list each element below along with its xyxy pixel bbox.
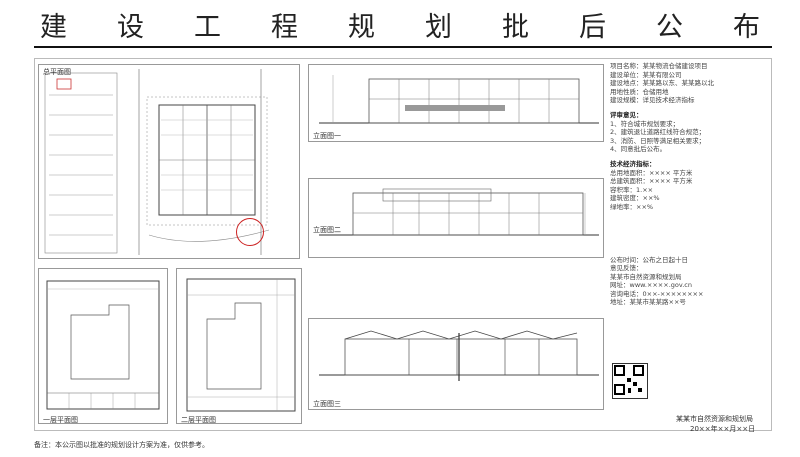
floor-plan-1-label: 一层平面图 xyxy=(43,416,78,424)
title-char: 划 xyxy=(425,11,452,43)
public-line: 某某市自然资源和规划局 xyxy=(610,272,682,281)
page-title: 建 设 工 程 规 划 批 后 公 布 xyxy=(40,6,760,43)
title-char: 设 xyxy=(117,11,144,43)
public-line: 公布时间：公布之日起十日 xyxy=(610,255,688,264)
public-line: 地址：某某市某某路××号 xyxy=(610,298,686,307)
site-plan-label: 总平面图 xyxy=(43,68,71,76)
floor-plan-2-svg xyxy=(186,278,296,412)
elevation-3-svg xyxy=(319,330,599,381)
floor-plan-2-drawing: 二层平面图 xyxy=(176,268,302,424)
public-notice-block: 公布时间：公布之日起十日 意见反馈： 某某市自然资源和规划局 网址：www.××… xyxy=(610,256,768,308)
review-line: 3、消防、日照等满足相关要求； xyxy=(610,136,706,145)
title-char: 建 xyxy=(40,11,67,43)
qr-code-svg xyxy=(614,365,644,395)
title-char: 规 xyxy=(348,11,375,43)
title-char: 布 xyxy=(733,11,760,43)
review-line: 4、同意批后公布。 xyxy=(610,145,667,154)
title-char: 程 xyxy=(271,11,298,43)
project-info-line: 项目名称：某某物流仓储建设项目 xyxy=(610,62,708,70)
elevation-2-drawing: 立面图二 xyxy=(308,178,604,258)
elevation-1-drawing: 立面图一 xyxy=(308,64,604,142)
title-char: 批 xyxy=(502,11,529,43)
tech-line: 总用地面积：×××× 平方米 xyxy=(610,168,693,177)
project-info-line: 建设单位：某某有限公司 xyxy=(610,70,682,79)
public-line: 意见反馈： xyxy=(610,264,643,273)
tech-line: 总建筑面积：×××× 平方米 xyxy=(610,177,693,186)
elevation-3-drawing: 立面图三 xyxy=(308,318,604,410)
elevation-1-svg xyxy=(319,75,599,124)
issuing-authority: 某某市自然资源和规划局 xyxy=(676,415,753,423)
public-line: 咨询电话：0××-×××××××× xyxy=(610,289,704,298)
qr-code-icon xyxy=(612,363,648,399)
info-panel: 项目名称：某某物流仓储建设项目 建设单位：某某有限公司 建设地点：某某路以东、某… xyxy=(610,62,768,430)
floor-plan-1-drawing: 一层平面图 xyxy=(38,268,168,424)
site-plan-svg xyxy=(44,69,270,255)
tech-heading: 技术经济指标： xyxy=(610,159,656,168)
project-info-line: 建设规模：详见技术经济指标 xyxy=(610,96,695,105)
project-info-line: 建设地点：某某路以东、某某路以北 xyxy=(610,79,714,88)
tech-line: 容积率：1.×× xyxy=(610,185,654,194)
title-char: 公 xyxy=(656,11,683,43)
public-line: 网址：www.××××.gov.cn xyxy=(610,281,692,290)
title-rule xyxy=(34,46,772,48)
title-char: 工 xyxy=(194,11,221,43)
review-line: 2、建筑退让道路红线符合规范； xyxy=(610,128,706,137)
review-heading: 评审意见： xyxy=(610,110,643,119)
review-line: 1、符合城市规划要求； xyxy=(610,119,680,128)
project-info-line: 用地性质：仓储用地 xyxy=(610,87,669,96)
board-frame xyxy=(34,58,772,431)
floor-plan-2-label: 二层平面图 xyxy=(181,416,216,424)
tech-line: 建筑密度：××% xyxy=(610,194,660,203)
title-char: 后 xyxy=(579,11,606,43)
tech-line: 绿地率：××% xyxy=(610,202,654,211)
project-info-block: 项目名称：某某物流仓储建设项目 建设单位：某某有限公司 建设地点：某某路以东、某… xyxy=(610,62,768,105)
floor-plan-1-svg xyxy=(46,280,160,410)
tech-indicators-block: 技术经济指标： 总用地面积：×××× 平方米 总建筑面积：×××× 平方米 容积… xyxy=(610,160,768,212)
elevation-2-label: 立面图二 xyxy=(313,226,341,234)
review-block: 评审意见： 1、符合城市规划要求； 2、建筑退让道路红线符合规范； 3、消防、日… xyxy=(610,111,768,154)
footer-note: 备注：本公示图以批准的规划设计方案为准，仅供参考。 xyxy=(34,441,209,449)
approval-seal-icon xyxy=(236,218,264,246)
elevation-1-label: 立面图一 xyxy=(313,132,341,140)
elevation-3-label: 立面图三 xyxy=(313,400,341,408)
issue-date: 20××年××月××日 xyxy=(690,425,756,433)
elevation-2-svg xyxy=(319,188,599,236)
